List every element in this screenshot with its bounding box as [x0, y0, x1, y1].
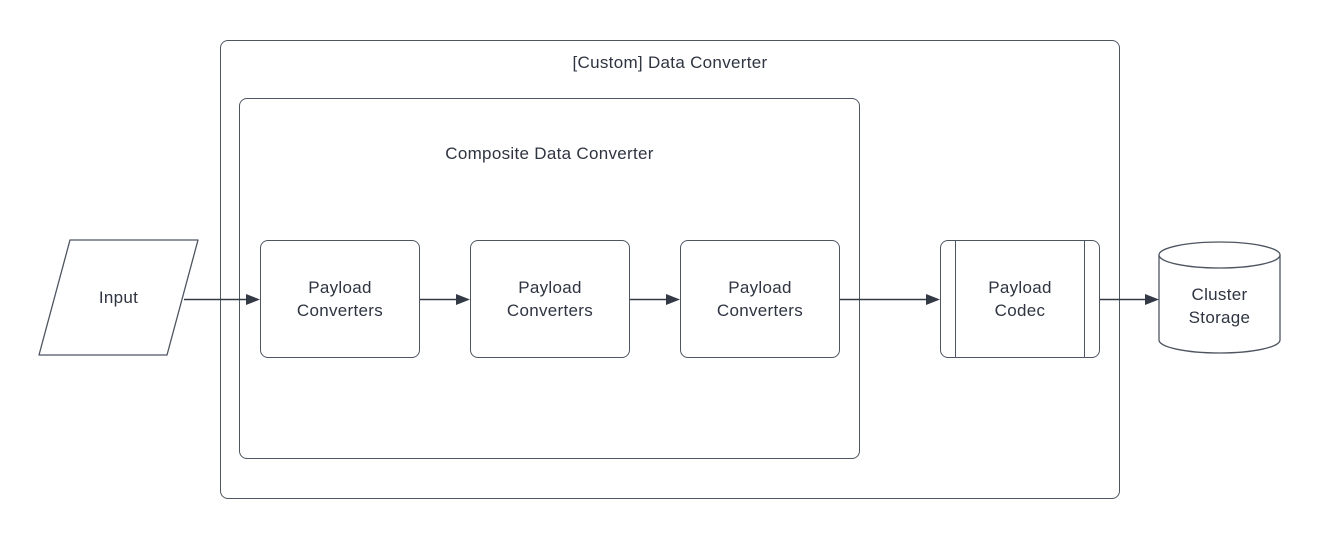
arrowhead-icon: [926, 294, 940, 305]
inner-container-title: Composite Data Converter: [445, 144, 654, 163]
inner-container-composite-data-converter: Composite Data Converter: [239, 98, 860, 459]
input-parallelogram-shape: [38, 239, 199, 356]
outer-container-title: [Custom] Data Converter: [572, 53, 768, 72]
cluster-storage-cylinder-body: [1158, 255, 1281, 354]
codec-right-bar: [1084, 241, 1085, 357]
codec-left-bar: [955, 241, 956, 357]
payload-codec-label: Payload Codec: [988, 278, 1052, 320]
arrowhead-icon: [1145, 294, 1159, 305]
arrowhead-icon: [456, 294, 470, 305]
payload-converters-3-label: Payload Converters: [716, 278, 804, 320]
arrowhead-icon: [246, 294, 260, 305]
outer-container-custom-data-converter: [Custom] Data Converter: [220, 40, 1120, 499]
node-payload-converters-1: Payload Converters: [260, 240, 420, 358]
edge-converter3-to-codec: [840, 294, 940, 305]
edge-codec-to-storage: [1100, 294, 1159, 305]
edge-input-to-converter1: [184, 294, 260, 305]
node-payload-codec: Payload Codec: [940, 240, 1100, 358]
node-payload-converters-2: Payload Converters: [470, 240, 630, 358]
payload-converters-2-label: Payload Converters: [506, 278, 594, 320]
payload-converters-1-label: Payload Converters: [296, 278, 384, 320]
cluster-storage-cylinder-top: [1158, 241, 1281, 269]
arrowhead-icon: [666, 294, 680, 305]
edge-converter2-to-converter3: [630, 294, 680, 305]
node-payload-converters-3: Payload Converters: [680, 240, 840, 358]
edge-converter1-to-converter2: [420, 294, 470, 305]
